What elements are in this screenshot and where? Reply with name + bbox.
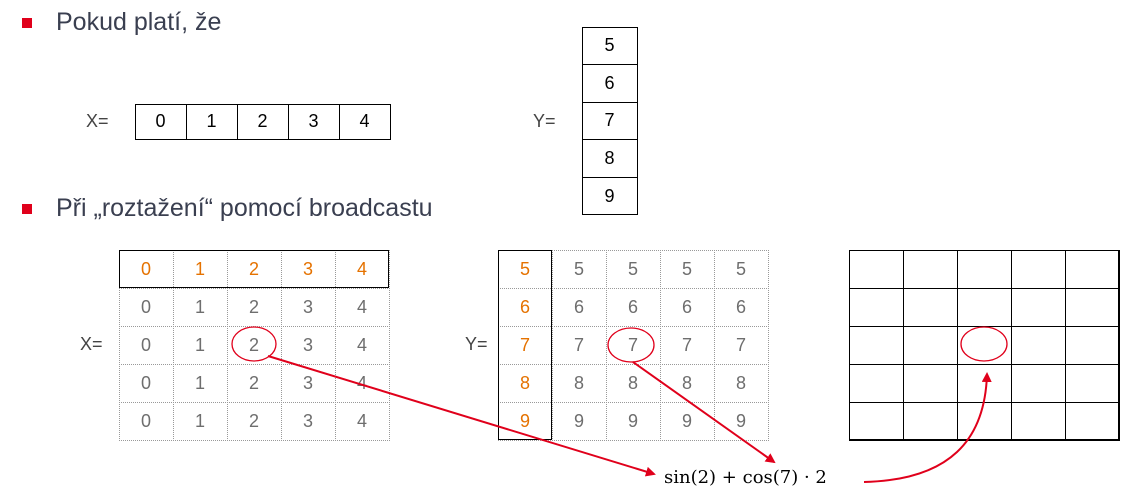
bullet-pokud-plati: Pokud platí, že <box>22 8 221 37</box>
result-grid <box>848 249 1120 441</box>
x-highlight-circle <box>231 326 277 362</box>
arrow-y-to-formula <box>632 361 776 464</box>
x-broadcast-cell: 4 <box>334 401 390 441</box>
bullet-text: Při „roztažení“ pomocí broadcastu <box>56 194 433 222</box>
x-label-top: X= <box>86 111 109 131</box>
bullet-square-icon <box>22 17 32 28</box>
x-array-cell: 4 <box>338 103 391 140</box>
x-label-broadcast: X= <box>80 334 103 354</box>
arrow-formula-to-result <box>863 372 992 483</box>
arrow-x-to-formula <box>267 355 656 477</box>
result-highlight-circle <box>960 326 1008 362</box>
y-label-broadcast: Y= <box>465 334 488 354</box>
bullet-text: Pokud platí, že <box>56 8 222 36</box>
y-broadcast-cell: 9 <box>713 401 769 441</box>
formula: sin(2) + cos(7) · 2 <box>664 467 827 488</box>
y-array-cell: 9 <box>581 176 638 216</box>
bullet-broadcast: Při „roztažení“ pomocí broadcastu <box>22 194 433 223</box>
y-highlight-circle <box>607 327 655 363</box>
y-label-top: Y= <box>533 111 556 131</box>
result-cell <box>1064 401 1120 441</box>
bullet-square-icon <box>22 203 32 214</box>
